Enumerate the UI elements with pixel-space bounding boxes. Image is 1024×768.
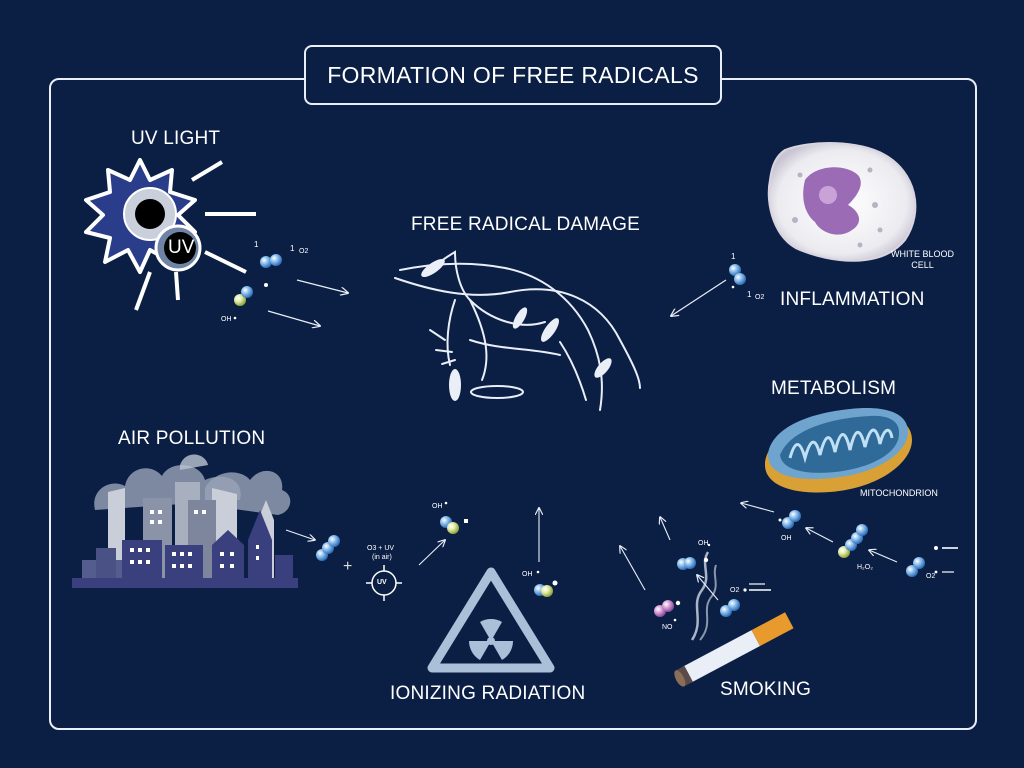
uv-singlet-a: 1 bbox=[254, 240, 259, 249]
metabolism-arrow-3 bbox=[869, 550, 898, 563]
dna-base-fragments bbox=[421, 258, 612, 401]
air-pollution-molecules bbox=[316, 535, 340, 561]
uv-crosshair-label: UV bbox=[377, 579, 387, 586]
uv-singlet-b: 1 bbox=[290, 244, 295, 253]
uv-arrow-lower bbox=[267, 310, 320, 326]
white-blood-cell-caption: WHITE BLOOD CELL bbox=[891, 249, 955, 270]
mitochondrion-icon bbox=[765, 408, 912, 493]
air-pollution-arrow-2 bbox=[418, 540, 445, 566]
o3-uv-reaction-label: O3 + UV bbox=[367, 545, 395, 552]
inflammation-arrow bbox=[671, 279, 727, 316]
white-blood-cell-icon bbox=[767, 142, 917, 262]
smoking-molecules bbox=[654, 543, 771, 622]
metabolism-arrow-1 bbox=[741, 503, 775, 513]
smoking-no-label: NO bbox=[662, 624, 673, 631]
mitochondrion-caption: MITOCHONDRION bbox=[860, 488, 938, 498]
o3-uv-reaction-sub: (in air) bbox=[372, 554, 392, 561]
smoking-label: SMOKING bbox=[720, 679, 812, 700]
smoking-arrow-1 bbox=[620, 546, 646, 591]
damaged-dna-icon bbox=[394, 250, 641, 411]
metabolism-arrow-2 bbox=[806, 528, 834, 543]
metabolism-oh-label: OH bbox=[781, 535, 792, 542]
air-oh-label: OH bbox=[432, 503, 443, 510]
diagram-title: FORMATION OF FREE RADICALS bbox=[304, 45, 722, 105]
uv-molecules bbox=[233, 254, 282, 320]
uv-o2-label: O2 bbox=[299, 248, 309, 255]
radiation-oh-label: OH bbox=[522, 571, 533, 578]
smoking-arrow-2 bbox=[660, 517, 671, 541]
inflammation-o2-label: O2 bbox=[755, 294, 765, 301]
air-pollution-arrow-1 bbox=[285, 529, 315, 540]
uv-crosshair-icon bbox=[366, 565, 402, 601]
radiation-oh-molecule bbox=[534, 570, 558, 597]
cigarette-icon bbox=[674, 551, 794, 687]
metabolism-h2o2-label: H₂O₂ bbox=[857, 564, 873, 571]
inflammation-molecules bbox=[729, 264, 746, 289]
ionizing-radiation-label: IONIZING RADIATION bbox=[390, 683, 586, 704]
smoking-oh-label: OH bbox=[698, 540, 709, 547]
radiation-hazard-icon bbox=[427, 567, 555, 673]
metabolism-label: METABOLISM bbox=[771, 378, 897, 399]
metabolism-o2-label: O2 bbox=[926, 573, 936, 580]
inflammation-singlet-b: 1 bbox=[747, 290, 752, 299]
air-oh-molecule bbox=[440, 501, 468, 534]
air-pollution-label: AIR POLLUTION bbox=[118, 428, 266, 449]
plus-sign: + bbox=[343, 558, 353, 575]
metabolism-molecules bbox=[778, 510, 958, 577]
uv-badge bbox=[154, 224, 202, 272]
uv-light-label: UV LIGHT bbox=[131, 128, 221, 149]
uv-oh-label: OH bbox=[221, 316, 232, 323]
smoking-arrow-3 bbox=[697, 575, 719, 601]
uv-sun-icon bbox=[84, 158, 256, 311]
inflammation-singlet-a: 1 bbox=[731, 252, 736, 261]
smoking-o2-label: O2 bbox=[730, 587, 740, 594]
free-radical-damage-label: FREE RADICAL DAMAGE bbox=[411, 214, 641, 235]
inflammation-label: INFLAMMATION bbox=[780, 289, 925, 310]
uv-badge-label: UV bbox=[168, 237, 195, 258]
uv-arrow-upper bbox=[296, 279, 348, 293]
polluted-city-icon bbox=[72, 454, 298, 588]
